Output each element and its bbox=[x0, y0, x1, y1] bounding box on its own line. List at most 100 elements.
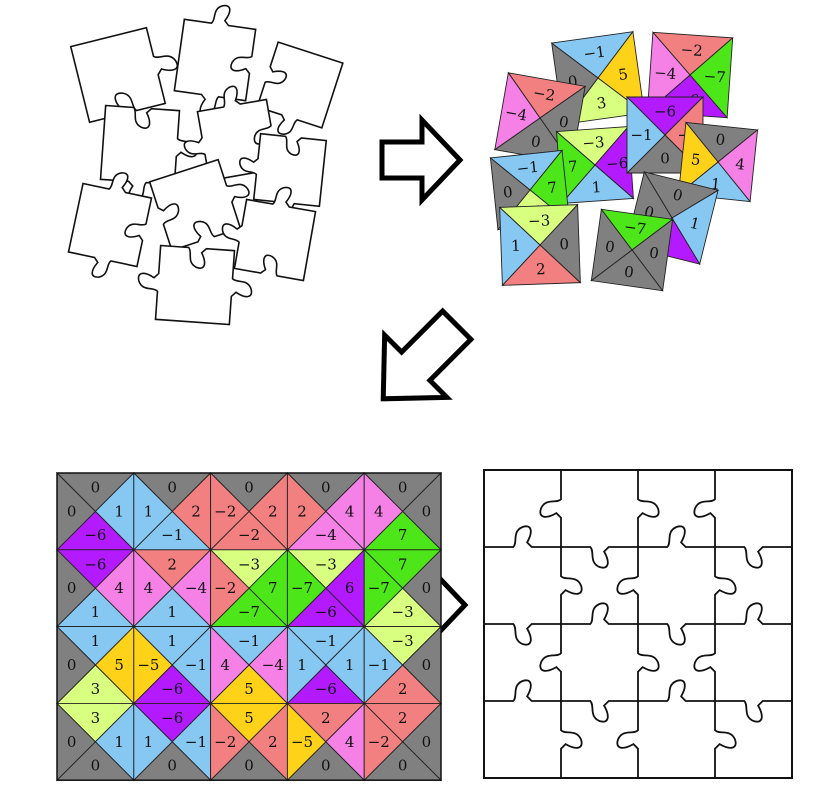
tile-number: 7 bbox=[398, 555, 408, 573]
tile-number: 2 bbox=[398, 680, 408, 698]
tile-number: 4 bbox=[374, 502, 384, 520]
tile-number: −3 bbox=[315, 555, 337, 573]
arrow-down-left bbox=[380, 307, 475, 402]
tile-number: 5 bbox=[690, 150, 701, 169]
grid-tile: −36−6−7 bbox=[286, 548, 366, 628]
piece-outline bbox=[256, 41, 344, 135]
tile-triangle bbox=[286, 625, 327, 705]
tile-number: −6 bbox=[161, 709, 183, 727]
tile-number: 3 bbox=[91, 680, 101, 698]
tile-triangle bbox=[210, 471, 250, 551]
grid-tile: 200−2 bbox=[363, 702, 443, 782]
tile-number: −1 bbox=[315, 632, 337, 650]
tile-number: 7 bbox=[398, 526, 408, 544]
grid-tile: 240−5 bbox=[286, 702, 366, 782]
horizontal-cut bbox=[483, 602, 793, 646]
tile-number: 0 bbox=[559, 235, 569, 253]
tile-number: −3 bbox=[238, 555, 260, 573]
tile-number: 1 bbox=[710, 175, 721, 194]
tile-number: 1 bbox=[167, 603, 177, 621]
grid-tile: 520−2 bbox=[209, 702, 289, 782]
tile-number: −3 bbox=[392, 603, 414, 621]
tile-number: −4 bbox=[262, 656, 284, 674]
tile-number: −2 bbox=[532, 83, 557, 105]
tile-number: 0 bbox=[167, 757, 177, 775]
tile-number: −1 bbox=[185, 656, 207, 674]
grid-tile: 04−42 bbox=[286, 471, 366, 551]
tile-number: 2 bbox=[191, 502, 201, 520]
tile-number: 0 bbox=[67, 579, 77, 597]
blank-puzzle-piece bbox=[173, 4, 257, 116]
grid-tile: −302−1 bbox=[363, 625, 443, 705]
tile-number: −6 bbox=[315, 680, 337, 698]
tile-number: 1 bbox=[91, 603, 101, 621]
tile-triangle bbox=[133, 702, 173, 782]
grid-tile: 70−3−7 bbox=[363, 548, 443, 628]
tile-number: −1 bbox=[516, 158, 540, 178]
grid-tile: −37−7−2 bbox=[209, 548, 289, 628]
tile-number: 0 bbox=[671, 185, 685, 205]
tile-number: 0 bbox=[422, 733, 432, 751]
grid-tile: −6−101 bbox=[132, 702, 212, 782]
tile-number: 0 bbox=[660, 150, 670, 168]
blank-puzzle-piece bbox=[69, 26, 179, 124]
tile-number: 0 bbox=[67, 656, 77, 674]
tile-number: 2 bbox=[167, 555, 177, 573]
arrow-right-top bbox=[379, 113, 464, 207]
grid-tile: 02−11 bbox=[132, 471, 212, 551]
tile-triangle bbox=[133, 471, 173, 551]
tile-number: −4 bbox=[654, 64, 677, 83]
tile-number: 0 bbox=[648, 244, 660, 263]
tile-triangle bbox=[210, 702, 250, 782]
tile-number: 1 bbox=[114, 733, 124, 751]
tile-triangle bbox=[286, 548, 327, 628]
tile-number: −2 bbox=[680, 41, 703, 60]
tile-number: 5 bbox=[244, 680, 254, 698]
tile-number: −5 bbox=[137, 656, 159, 674]
tile-number: −3 bbox=[582, 133, 605, 152]
tile-number: −6 bbox=[84, 526, 106, 544]
tile-number: −2 bbox=[238, 526, 260, 544]
tile-number: 0 bbox=[67, 733, 77, 751]
tile-number: 4 bbox=[220, 656, 230, 674]
tile-number: 5 bbox=[114, 656, 124, 674]
tile-triangle bbox=[626, 95, 666, 175]
tile-triangle bbox=[363, 471, 404, 551]
tile-number: −7 bbox=[291, 579, 313, 597]
tile-triangle bbox=[499, 206, 541, 287]
tile-number: 3 bbox=[91, 709, 101, 727]
tile-number: −4 bbox=[315, 526, 337, 544]
piece-outline bbox=[137, 244, 253, 326]
tile-number: −4 bbox=[185, 579, 207, 597]
horizontal-cut bbox=[483, 525, 793, 569]
tile-triangle bbox=[646, 31, 691, 114]
tile-number: −3 bbox=[528, 211, 551, 230]
tile-number: −5 bbox=[291, 733, 313, 751]
tile-number: 1 bbox=[345, 656, 355, 674]
tile-number: −7 bbox=[703, 67, 726, 86]
tile-number: 1 bbox=[144, 502, 154, 520]
tile-number: −6 bbox=[654, 102, 676, 120]
tile-number: 4 bbox=[735, 155, 746, 174]
tile-number: 1 bbox=[688, 214, 702, 234]
tile-number: 3 bbox=[596, 94, 608, 113]
tile-number: −1 bbox=[582, 42, 606, 63]
tile-triangle bbox=[363, 702, 404, 782]
scrambled-tile: −3−617 bbox=[555, 125, 635, 205]
tile-number: 0 bbox=[244, 757, 254, 775]
tile-number: −7 bbox=[238, 603, 260, 621]
tile-number: −1 bbox=[630, 126, 652, 144]
tile-number: 0 bbox=[604, 237, 616, 256]
tile-number: −1 bbox=[185, 733, 207, 751]
tile-number: 1 bbox=[591, 178, 602, 197]
horizontal-cut bbox=[483, 679, 793, 723]
tile-number: 0 bbox=[67, 502, 77, 520]
tile-number: 1 bbox=[297, 656, 307, 674]
tile-number: 2 bbox=[536, 260, 546, 278]
tile-number: −2 bbox=[368, 733, 390, 751]
